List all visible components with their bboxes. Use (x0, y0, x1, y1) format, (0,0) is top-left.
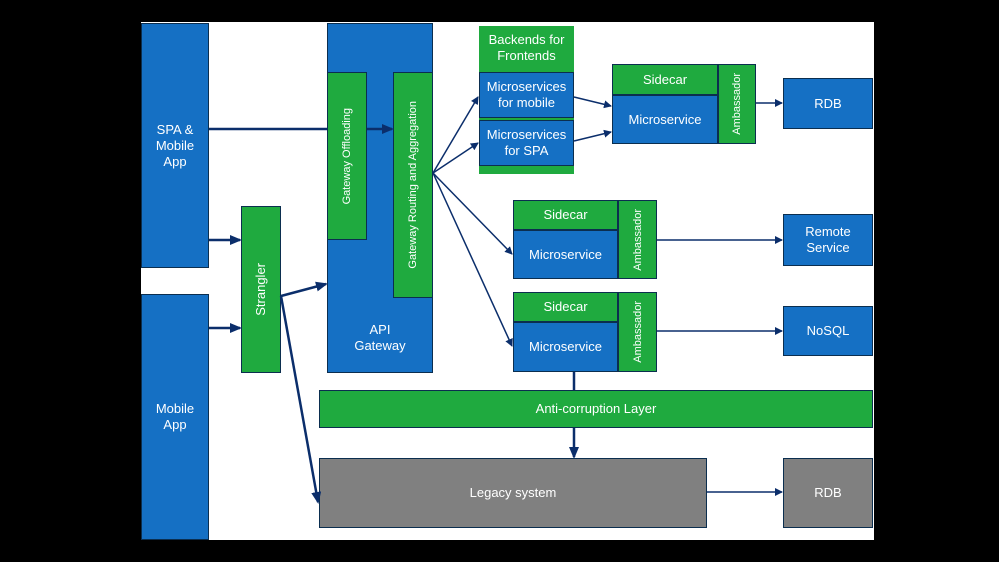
rdb-1-box: RDB (783, 78, 873, 129)
ambassador-3-box: Ambassador (618, 292, 657, 372)
sidecar-1-box: Sidecar (612, 64, 718, 95)
anti-corruption-layer-box: Anti-corruption Layer (319, 390, 873, 428)
microservices-mobile-label: Microservices for mobile (486, 79, 567, 110)
microservices-spa-label: Microservices for SPA (486, 127, 567, 158)
gateway-offloading-box: Gateway Offloading (327, 72, 367, 240)
microservice-1-label: Microservice (628, 111, 702, 127)
anti-corruption-layer-label: Anti-corruption Layer (535, 401, 657, 416)
legacy-rdb-label: RDB (814, 485, 842, 500)
mobile-app-box: Mobile App (141, 294, 209, 540)
ambassador-2-label: Ambassador (631, 208, 644, 271)
strangler-box: Strangler (241, 206, 281, 373)
remote-service-box: Remote Service (783, 214, 873, 266)
gateway-routing-box: Gateway Routing and Aggregation (393, 72, 433, 298)
sidecar-3-box: Sidecar (513, 292, 618, 322)
ambassador-2-box: Ambassador (618, 200, 657, 279)
mobile-app-label: Mobile App (155, 401, 195, 432)
microservices-spa-box: Microservices for SPA (479, 120, 574, 166)
microservice-1-box: Microservice (612, 95, 718, 144)
nosql-label: NoSQL (806, 323, 850, 338)
ambassador-1-box: Ambassador (718, 64, 756, 144)
microservices-mobile-box: Microservices for mobile (479, 72, 574, 118)
api-gateway-label: API Gateway (354, 322, 406, 353)
rdb-1-label: RDB (814, 95, 842, 111)
sidecar-1-label: Sidecar (642, 71, 688, 87)
gateway-offloading-label: Gateway Offloading (341, 107, 353, 205)
spa-mobile-app-box: SPA & Mobile App (141, 23, 209, 268)
sidecar-2-label: Sidecar (543, 207, 588, 222)
remote-service-label: Remote Service (805, 224, 851, 255)
strangler-label: Strangler (253, 263, 268, 316)
bff-title: Backends for Frontends (488, 32, 565, 63)
legacy-system-label: Legacy system (469, 485, 557, 500)
microservice-3-box: Microservice (513, 322, 618, 372)
legacy-system-box: Legacy system (319, 458, 707, 528)
gateway-routing-label: Gateway Routing and Aggregation (407, 101, 419, 269)
sidecar-3-label: Sidecar (543, 299, 588, 314)
nosql-box: NoSQL (783, 306, 873, 356)
sidecar-2-box: Sidecar (513, 200, 618, 230)
microservice-2-box: Microservice (513, 230, 618, 279)
microservice-3-label: Microservice (529, 339, 602, 354)
ambassador-3-label: Ambassador (631, 301, 644, 363)
legacy-rdb-box: RDB (783, 458, 873, 528)
ambassador-1-label: Ambassador (731, 73, 743, 135)
spa-mobile-app-label: SPA & Mobile App (155, 121, 195, 169)
microservice-2-label: Microservice (529, 246, 602, 262)
